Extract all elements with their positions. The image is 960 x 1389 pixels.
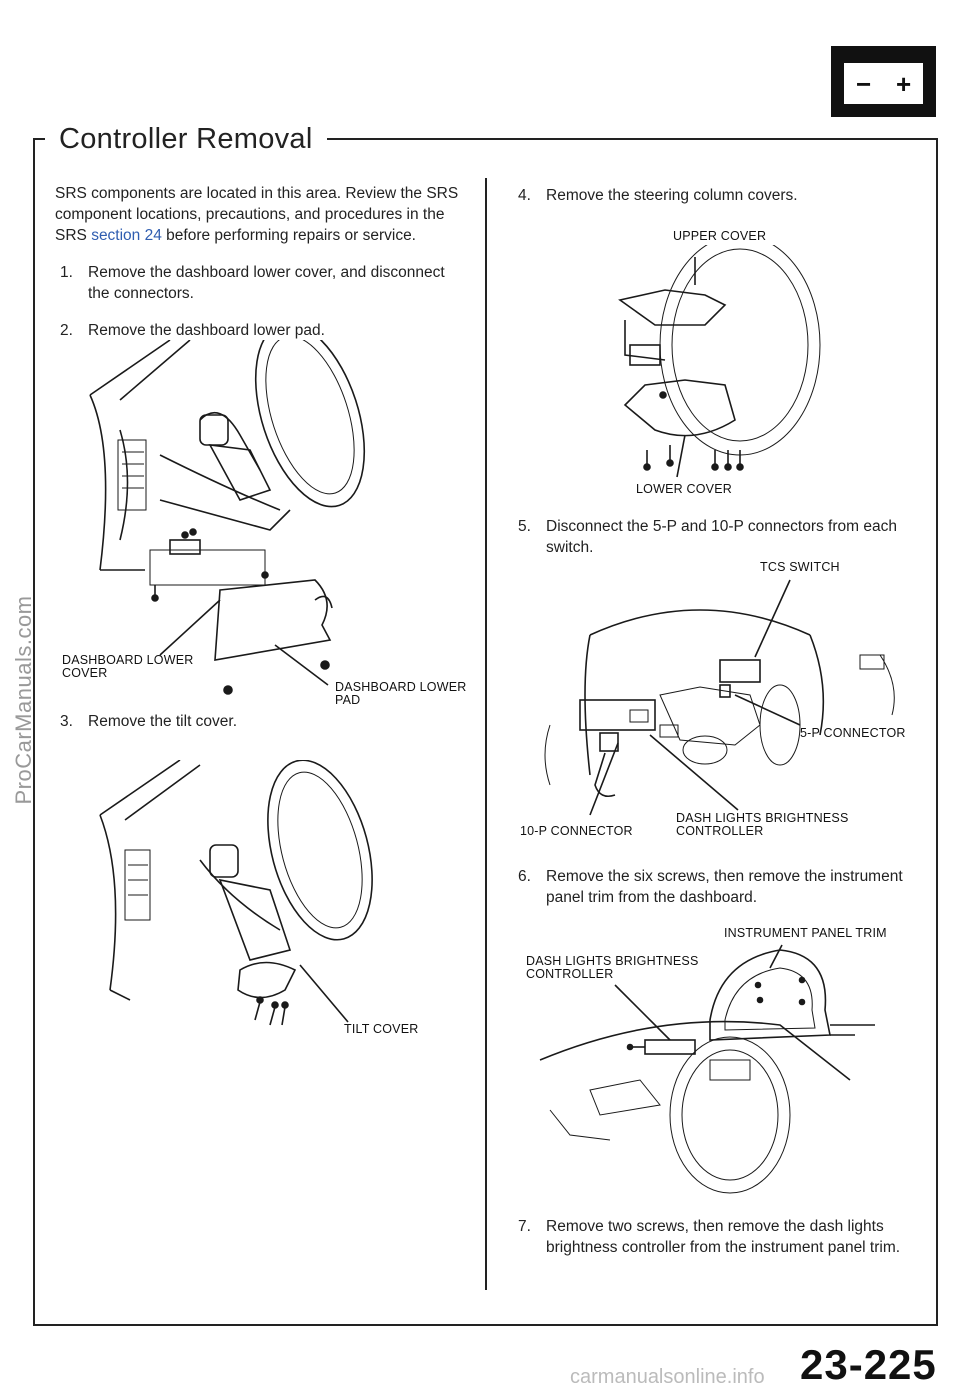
instrument-panel-figure <box>530 940 890 1200</box>
step-number: 5. <box>518 518 531 535</box>
step-text: Remove the steering column covers. <box>546 187 798 204</box>
intro-text-b: before performing repairs or service. <box>161 227 416 244</box>
page-title: Controller Removal <box>59 123 313 155</box>
side-watermark: ProCarManuals.com <box>11 595 36 805</box>
intro-paragraph: SRS components are located in this area.… <box>55 183 460 246</box>
step-number: 2. <box>60 322 73 339</box>
page-number: 23-225 <box>800 1341 937 1388</box>
step-number: 1. <box>60 264 73 281</box>
step-3: 3. Remove the tilt cover. <box>60 711 360 732</box>
label-lower-cover: LOWER COVER <box>636 482 732 496</box>
step-2: 2. Remove the dashboard lower pad. <box>60 320 460 341</box>
footer-watermark: carmanualsonline.info <box>570 1366 765 1388</box>
battery-body: − + <box>842 61 925 106</box>
column-divider <box>485 178 487 1290</box>
plus-icon: + <box>896 69 912 99</box>
label-tcs-switch: TCS SWITCH <box>760 560 840 574</box>
intro-text-a: SRS components are located in this area.… <box>55 185 459 244</box>
connectors-figure <box>520 575 920 825</box>
label-tilt-cover: TILT COVER <box>344 1022 419 1036</box>
label-upper-cover: UPPER COVER <box>673 229 767 243</box>
step-text: Remove the dashboard lower pad. <box>88 322 325 339</box>
step-text: Remove the six screws, then remove the i… <box>546 868 903 906</box>
step-7: 7. Remove two screws, then remove the da… <box>518 1216 920 1258</box>
step-text: Remove the tilt cover. <box>88 713 238 730</box>
battery-terminal-positive <box>901 55 913 63</box>
label-10p-connector: 10-P CONNECTOR <box>520 824 633 838</box>
title-rule <box>292 138 938 140</box>
step-text: Remove two screws, then remove the dash … <box>546 1218 901 1256</box>
step-number: 6. <box>518 868 531 885</box>
section-link[interactable]: section 24 <box>91 227 162 244</box>
label-dash-lights-controller: DASH LIGHTS BRIGHTNESS CONTROLLER <box>676 811 849 838</box>
step-number: 4. <box>518 187 531 204</box>
step-number: 3. <box>60 713 73 730</box>
battery-icon: − + <box>831 46 936 117</box>
tilt-cover-figure <box>90 759 480 1050</box>
step-text: Remove the dashboard lower cover, and di… <box>88 264 445 302</box>
label-dashboard-lower-pad: DASHBOARD LOWER PAD <box>335 680 467 707</box>
step-number: 7. <box>518 1218 531 1235</box>
label-dashboard-lower-cover: DASHBOARD LOWER COVER <box>62 653 194 680</box>
label-dash-lights-controller-2: DASH LIGHTS BRIGHTNESS CONTROLLER <box>526 954 699 981</box>
step-text: Disconnect the 5-P and 10-P connectors f… <box>546 518 897 556</box>
step-5: 5. Disconnect the 5-P and 10-P connector… <box>518 516 920 558</box>
title-container: Controller Removal <box>45 118 327 160</box>
label-5p-connector: 5-P CONNECTOR <box>800 726 906 740</box>
battery-terminal-negative <box>851 55 863 63</box>
step-4: 4. Remove the steering column covers. <box>518 185 918 206</box>
step-6: 6. Remove the six screws, then remove th… <box>518 866 920 908</box>
label-instrument-panel-trim: INSTRUMENT PANEL TRIM <box>724 926 887 940</box>
minus-icon: − <box>856 69 872 99</box>
step-1: 1. Remove the dashboard lower cover, and… <box>60 262 460 304</box>
steering-column-figure <box>585 234 835 480</box>
